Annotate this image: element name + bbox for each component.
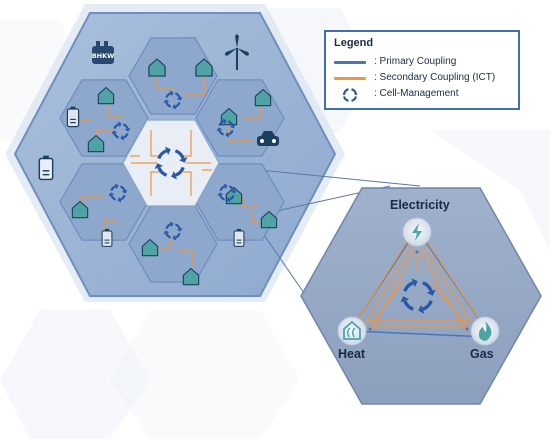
building-icon bbox=[97, 86, 115, 105]
legend-title: Legend bbox=[334, 37, 374, 49]
legend-item-management: : Cell-Management bbox=[334, 88, 519, 102]
gas-node bbox=[470, 316, 500, 346]
primary-coupling-swatch bbox=[334, 61, 366, 64]
legend-label-primary: : Primary Coupling bbox=[374, 56, 457, 67]
electric-car-icon bbox=[257, 131, 279, 146]
coupling-lines bbox=[349, 231, 488, 338]
battery-icon bbox=[101, 228, 113, 247]
cycle-arrows-icon bbox=[108, 183, 128, 203]
building-icon bbox=[254, 88, 272, 107]
heat-home-icon bbox=[343, 320, 361, 340]
cycle-arrows-icon bbox=[217, 183, 237, 203]
legend-item-primary: : Primary Coupling bbox=[334, 56, 519, 70]
lightning-icon bbox=[412, 223, 422, 241]
gas-label: Gas bbox=[470, 347, 494, 361]
building-icon bbox=[260, 210, 278, 229]
building-icon bbox=[182, 267, 200, 286]
microgrid-cells bbox=[59, 37, 285, 283]
flame-icon bbox=[478, 321, 492, 341]
central-management-cell bbox=[122, 119, 220, 207]
legend-item-secondary: : Secondary Coupling (ICT) bbox=[334, 72, 519, 86]
battery-icon bbox=[38, 155, 54, 181]
cycle-arrows-icon bbox=[342, 88, 358, 102]
electricity-node bbox=[402, 217, 432, 247]
cycle-arrows-icon bbox=[216, 118, 236, 138]
battery-icon bbox=[233, 228, 245, 247]
building-icon bbox=[71, 200, 89, 219]
heat-label: Heat bbox=[338, 347, 366, 361]
legend-label-management: : Cell-Management bbox=[374, 88, 459, 99]
wind-turbine-icon bbox=[224, 34, 250, 70]
building-icon bbox=[195, 58, 213, 77]
building-icon bbox=[141, 238, 159, 257]
battery-icon bbox=[66, 106, 80, 128]
heat-node bbox=[337, 316, 367, 346]
chp-plant-icon: BHKW bbox=[92, 41, 115, 64]
cycle-arrows-icon bbox=[111, 121, 131, 141]
sector-coupling-triangle bbox=[337, 217, 500, 346]
cycle-arrows-icon bbox=[400, 278, 436, 314]
legend-label-secondary: : Secondary Coupling (ICT) bbox=[374, 72, 496, 83]
legend-box: Legend : Primary Coupling : Secondary Co… bbox=[324, 30, 520, 110]
sector-detail-hexagon bbox=[300, 187, 542, 405]
cycle-arrows-icon bbox=[163, 221, 183, 241]
cycle-arrows-icon bbox=[163, 90, 183, 110]
chp-label: BHKW bbox=[92, 52, 115, 60]
electricity-label: Electricity bbox=[390, 198, 450, 212]
secondary-coupling-swatch bbox=[334, 77, 366, 80]
building-icon bbox=[87, 134, 105, 153]
building-icon bbox=[148, 58, 166, 77]
cycle-arrows-icon bbox=[154, 146, 188, 180]
